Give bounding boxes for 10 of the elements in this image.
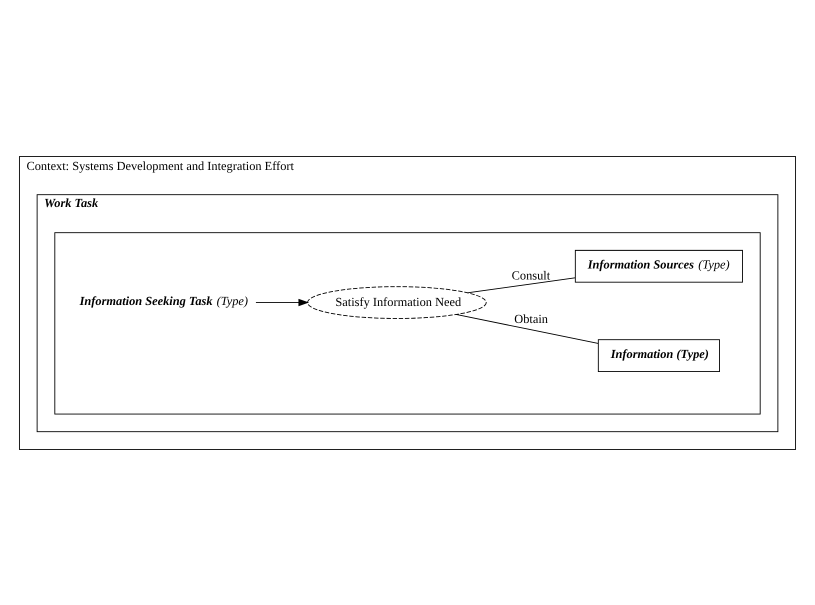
cluster xyxy=(54,232,761,414)
edge-label: Consult xyxy=(512,268,550,282)
connector xyxy=(467,276,576,293)
node-box: Information (Type) xyxy=(598,338,720,372)
connector xyxy=(456,314,599,344)
edge-label: Obtain xyxy=(514,312,548,326)
arrow xyxy=(255,298,310,306)
node-ellipse: Satisfy Information Need xyxy=(307,286,487,318)
node-text: Information Seeking Task (Type) xyxy=(80,293,248,308)
node-box: Information Sources (Type) xyxy=(574,249,743,282)
